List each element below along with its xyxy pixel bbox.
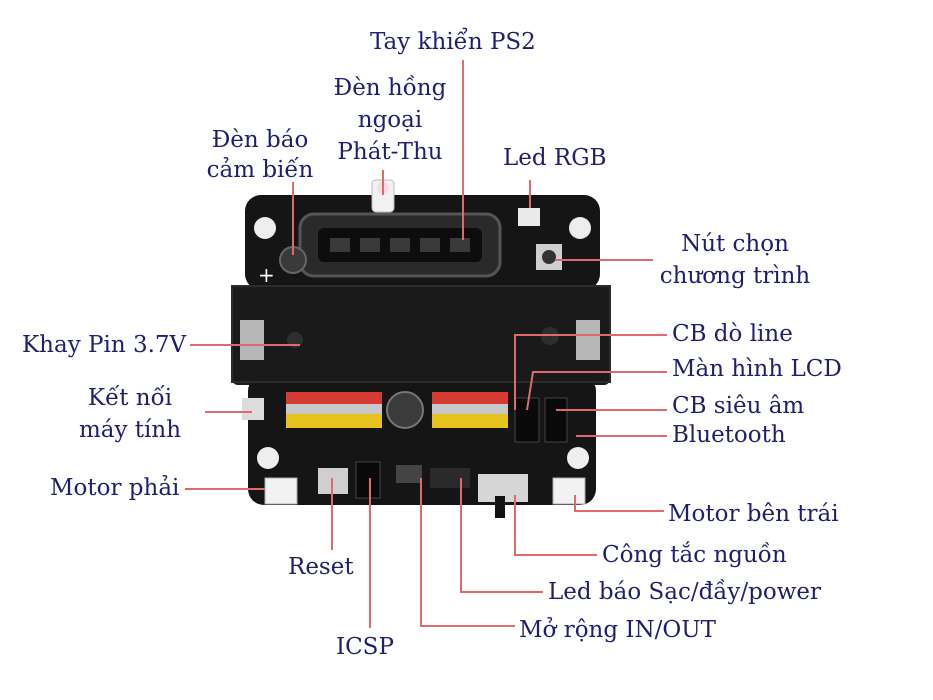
label-led-rgb: Led RGB [503,145,607,171]
label-ps2: Tay khiển PS2 [370,29,536,55]
leader-lines [185,60,667,628]
label-bluetooth: Bluetooth [672,422,786,448]
label-reset: Reset [288,554,354,580]
label-ir-line-3: Phát-Thu [337,139,443,165]
label-program-button-line-2: chương trình [659,263,811,289]
leader-line-sensor [514,334,667,410]
label-pc-connection-line-2: máy tính [78,417,182,443]
label-motor-right: Motor phải [50,475,180,501]
label-ir-line-2: ngoại [357,107,423,133]
label-sensor-led-line-1: Đèn báo [211,127,309,153]
label-line-sensor: CB dò line [672,321,793,347]
label-icsp: ICSP [336,634,394,660]
leader-charge-led [460,478,543,593]
label-program-button-line-1: Nút chọn [681,231,789,257]
leader-power-switch [514,495,597,556]
label-pc-connection-line-1: Kết nối [87,385,173,411]
leader-io-expand [420,478,515,627]
label-sensor-led-line-2: cảm biến [206,157,314,183]
leader-lcd [526,371,667,411]
label-power-switch: Công tắc nguồn [602,542,787,568]
label-charge-led: Led báo Sạc/đầy/power [548,579,822,605]
svg-text:+: + [258,263,275,287]
label-motor-left: Motor bên trái [668,501,839,527]
label-lcd: Màn hình LCD [672,356,842,382]
label-ir-line-1: Đèn hồng [333,75,447,101]
label-battery: Khay Pin 3.7V [22,332,187,358]
robot-board: + [231,179,611,518]
label-io-expand: Mở rộng IN/OUT [519,617,716,643]
label-ultrasonic: CB siêu âm [672,393,805,419]
leader-motor-left [574,495,664,512]
